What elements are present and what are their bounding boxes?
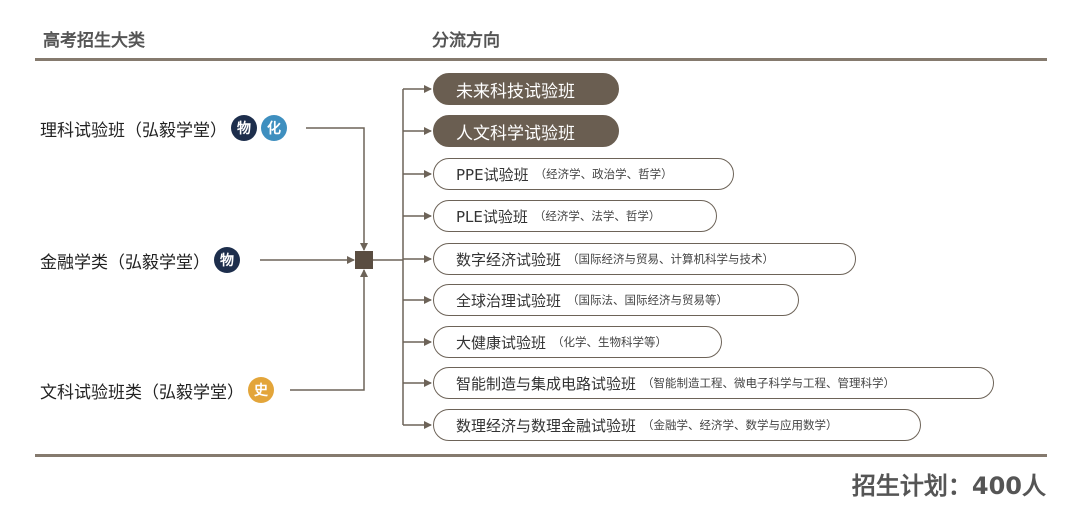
direction-majors: （智能制造工程、微电子科学与工程、管理科学）	[642, 376, 896, 390]
source-finance-class: 金融学类（弘毅学堂） 物	[40, 247, 240, 273]
left-column-header: 高考招生大类	[43, 31, 145, 51]
enrollment-plan: 招生计划：400人	[851, 472, 1046, 500]
source-label: 文科试验班类（弘毅学堂）	[40, 382, 244, 403]
direction-name: 人文科学试验班	[456, 123, 575, 144]
direction-health: 大健康试验班 （化学、生物科学等）	[433, 326, 722, 358]
bottom-rule	[35, 454, 1047, 457]
direction-name: 数字经济试验班	[456, 250, 562, 269]
source-label: 理科试验班（弘毅学堂）	[40, 120, 227, 141]
direction-math-economics-finance: 数理经济与数理金融试验班 （金融学、经济学、数学与应用数学）	[433, 409, 921, 441]
direction-intelligent-manufacturing: 智能制造与集成电路试验班 （智能制造工程、微电子科学与工程、管理科学）	[433, 367, 994, 399]
right-column-header: 分流方向	[432, 31, 500, 51]
direction-name: 大健康试验班	[456, 333, 547, 352]
direction-name: 智能制造与集成电路试验班	[456, 374, 637, 393]
direction-majors: （金融学、经济学、数学与应用数学）	[642, 418, 838, 432]
physics-badge: 物	[214, 247, 240, 273]
hub-node	[355, 251, 373, 269]
direction-name: 全球治理试验班	[456, 291, 562, 310]
direction-future-tech: 未来科技试验班	[433, 73, 619, 105]
direction-ppe: PPE试验班 （经济学、政治学、哲学）	[433, 158, 734, 190]
direction-global-governance: 全球治理试验班 （国际法、国际经济与贸易等）	[433, 284, 799, 316]
top-rule	[35, 58, 1047, 61]
direction-name: 未来科技试验班	[456, 81, 575, 102]
physics-badge: 物	[231, 115, 257, 141]
direction-majors: （经济学、政治学、哲学）	[534, 167, 673, 181]
direction-majors: （经济学、法学、哲学）	[533, 209, 661, 223]
direction-majors: （化学、生物科学等）	[552, 335, 668, 349]
source-label: 金融学类（弘毅学堂）	[40, 252, 210, 273]
history-badge: 史	[248, 377, 274, 403]
direction-ple: PLE试验班 （经济学、法学、哲学）	[433, 200, 717, 232]
source-liberal-arts-class: 文科试验班类（弘毅学堂） 史	[40, 377, 274, 403]
direction-digital-economy: 数字经济试验班 （国际经济与贸易、计算机科学与技术）	[433, 243, 856, 275]
direction-majors: （国际经济与贸易、计算机科学与技术）	[567, 252, 775, 266]
direction-humanities: 人文科学试验班	[433, 115, 619, 147]
chemistry-badge: 化	[261, 115, 287, 141]
direction-name: 数理经济与数理金融试验班	[456, 416, 637, 435]
direction-name: PPE试验班	[456, 165, 529, 184]
direction-name: PLE试验班	[456, 207, 528, 226]
source-science-class: 理科试验班（弘毅学堂） 物 化	[40, 115, 287, 141]
direction-majors: （国际法、国际经济与贸易等）	[567, 293, 729, 307]
